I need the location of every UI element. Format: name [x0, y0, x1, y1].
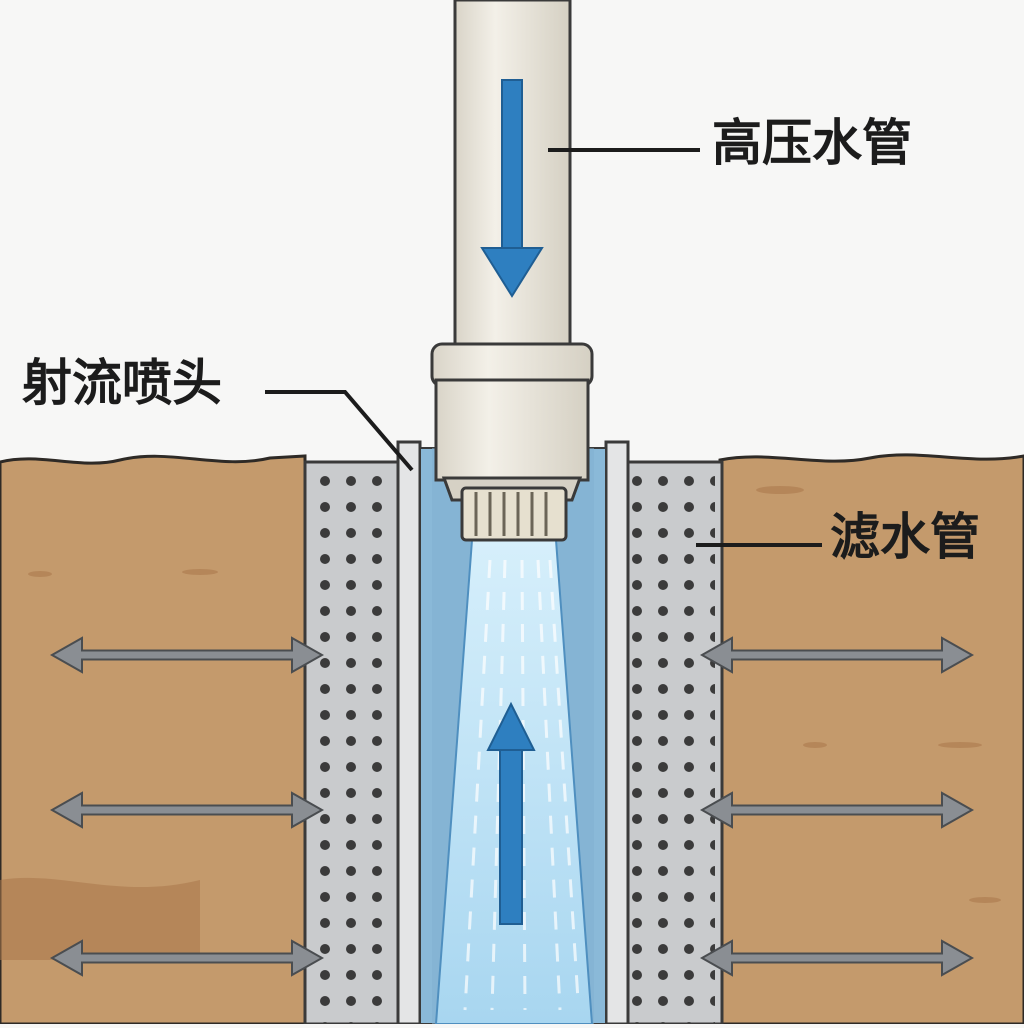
double-arrow-icon [699, 791, 975, 829]
double-arrow-icon [49, 636, 325, 674]
leader-lines [265, 148, 822, 547]
seepage-arrows [49, 636, 975, 977]
leader-jet-nozzle [265, 390, 414, 472]
double-arrow-icon [49, 939, 325, 977]
double-arrow-icon [699, 939, 975, 977]
jet-nozzle [460, 486, 568, 542]
high-pressure-pipe-label: 高压水管 [712, 114, 912, 172]
soil-right [718, 453, 1024, 1026]
double-arrow-icon [699, 636, 975, 674]
down-arrow-icon [480, 79, 544, 298]
soil-texture [0, 486, 1001, 960]
double-arrow-icon [49, 791, 325, 829]
high-pressure-pipe [430, 0, 594, 502]
spray-streaks [463, 559, 580, 1011]
filter-pipe-label: 滤水管 [830, 508, 980, 566]
filter-pipe [303, 440, 724, 1026]
jet-nozzle-label: 射流喷头 [22, 354, 222, 412]
up-arrow-icon [486, 701, 536, 925]
